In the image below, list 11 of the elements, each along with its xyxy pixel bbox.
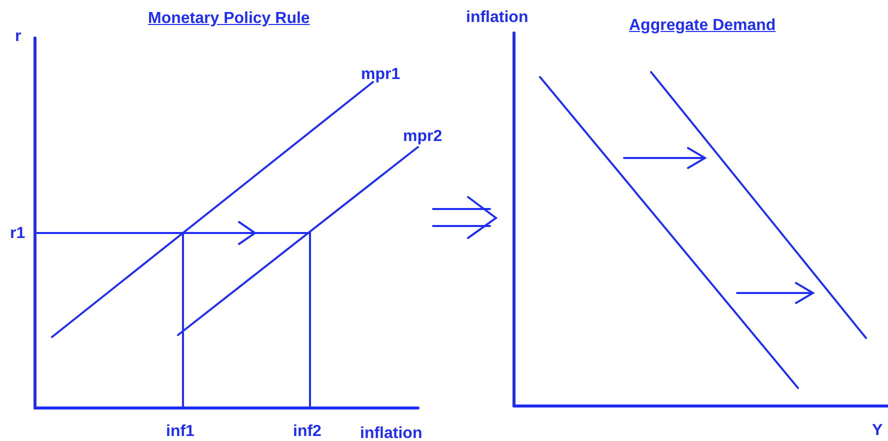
curve-label: mpr2 xyxy=(403,128,442,146)
axis-label: Y xyxy=(872,422,883,440)
tick-label: inf2 xyxy=(293,423,322,441)
axis-label: inflation xyxy=(466,9,528,27)
chart-title: Aggregate Demand xyxy=(629,17,776,35)
axis-label: r xyxy=(15,28,22,46)
chart-title: Monetary Policy Rule xyxy=(148,10,310,28)
tick-label: inf1 xyxy=(166,423,194,441)
tick-label: r1 xyxy=(10,225,26,243)
curve-label: mpr1 xyxy=(361,66,400,84)
axis-label: inflation xyxy=(360,425,422,441)
